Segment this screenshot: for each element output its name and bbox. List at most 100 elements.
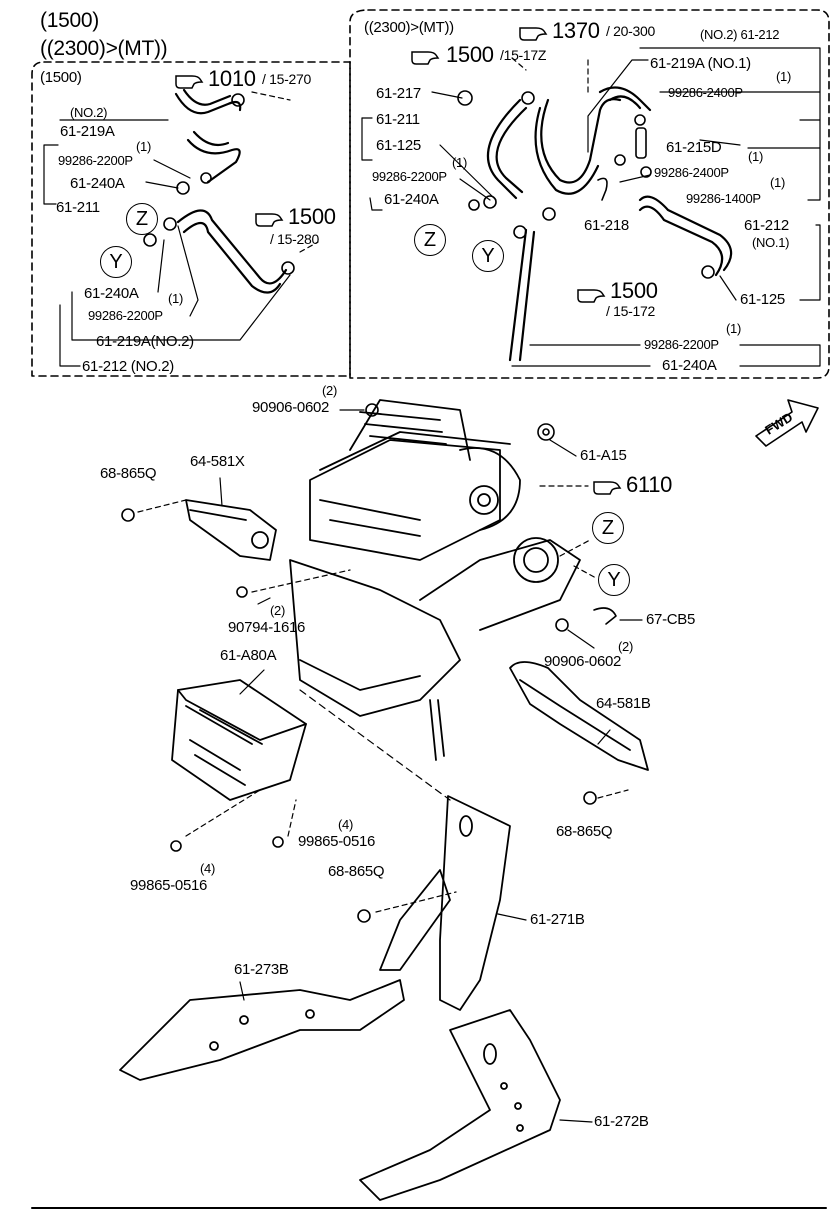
part-61-215d[interactable]: 61-215D <box>666 139 722 156</box>
right-group-box <box>349 9 830 379</box>
qty-label: (2) <box>322 383 337 398</box>
label-no1: (NO.1) <box>752 235 790 250</box>
qty-label: (1) <box>168 291 183 306</box>
hand-pointer-icon <box>174 72 204 95</box>
fwd-arrow <box>755 399 819 447</box>
part-61-219a[interactable]: 61-219A <box>60 123 115 140</box>
part-64-581b[interactable]: 64-581B <box>596 695 651 712</box>
right-hose-240a <box>508 228 536 362</box>
part-61-272b[interactable]: 61-272B <box>594 1113 649 1130</box>
part-61-211[interactable]: 61-211 <box>376 111 420 128</box>
ref-1370[interactable]: 1370 <box>552 18 600 43</box>
qty-label: (1) <box>776 69 791 84</box>
part-99286-2200p[interactable]: 99286-2200P <box>58 153 133 168</box>
ref-1010[interactable]: 1010 <box>208 66 256 91</box>
marker-z: Z <box>126 203 158 235</box>
part-99286-2200p[interactable]: 99286-2200P <box>372 169 447 184</box>
ref-1500-b[interactable]: 1500 <box>610 278 658 303</box>
part-90906-0602[interactable]: 90906-0602 <box>252 399 330 416</box>
marker-y: Y <box>100 246 132 278</box>
ref-1500-b-sub: / 15-172 <box>606 303 655 319</box>
ref-1500-a[interactable]: 1500 <box>446 42 494 67</box>
ref-1010-sub: / 15-270 <box>262 71 311 87</box>
qty-label: (1) <box>770 175 785 190</box>
qty-label: (1) <box>726 321 741 336</box>
model-label: (1500) <box>40 9 99 32</box>
part-61-271b[interactable]: 61-271B <box>530 911 585 928</box>
ref-1370-sub: / 20-300 <box>606 23 655 39</box>
right-box-title: ((2300)>(MT)) <box>364 19 454 36</box>
right-hose-212 <box>598 86 733 277</box>
part-68-865q[interactable]: 68-865Q <box>328 863 385 880</box>
part-61-212-no1[interactable]: 61-212 <box>744 217 789 234</box>
part-90794-1616[interactable]: 90794-1616 <box>228 619 306 636</box>
part-61-212-no2[interactable]: (NO.2) 61-212 <box>700 27 780 42</box>
qty-label: (1) <box>452 155 467 170</box>
part-61-240a[interactable]: 61-240A <box>662 357 717 374</box>
qty-label: (4) <box>338 817 353 832</box>
duct-61-272b <box>359 1009 561 1201</box>
ref-6110[interactable]: 6110 <box>626 472 673 497</box>
ref-1500[interactable]: 1500 <box>288 204 336 229</box>
part-61-240a[interactable]: 61-240A <box>384 191 439 208</box>
right-hose-125 <box>486 98 622 200</box>
right-leader-lines <box>361 47 821 367</box>
fasteners <box>121 403 617 923</box>
part-99286-2400p[interactable]: 99286-2400P <box>668 85 743 100</box>
part-99286-2200p[interactable]: 99286-2200P <box>88 308 163 323</box>
hand-pointer-icon <box>518 24 548 47</box>
left-hose-219a <box>174 88 242 184</box>
part-61-125[interactable]: 61-125 <box>740 291 785 308</box>
part-99286-2200p[interactable]: 99286-2200P <box>644 337 719 352</box>
right-clamps <box>457 90 715 279</box>
left-leader-lines <box>43 91 319 367</box>
hand-pointer-icon <box>410 48 440 71</box>
variant-label: ((2300)>(MT)) <box>40 37 168 60</box>
part-61-218[interactable]: 61-218 <box>584 217 629 234</box>
part-61-a80a[interactable]: 61-A80A <box>220 647 277 664</box>
marker-z: Z <box>592 512 624 544</box>
qty-label: (2) <box>270 603 285 618</box>
qty-label: (4) <box>200 861 215 876</box>
part-61-125[interactable]: 61-125 <box>376 137 421 154</box>
part-61-240a[interactable]: 61-240A <box>70 175 125 192</box>
marker-z: Z <box>414 224 446 256</box>
part-61-211[interactable]: 61-211 <box>56 199 100 216</box>
label-no2: (NO.2) <box>70 105 108 120</box>
part-99286-1400p[interactable]: 99286-1400P <box>686 191 761 206</box>
part-99286-2400p[interactable]: 99286-2400P <box>654 165 729 180</box>
part-61-212-no2[interactable]: 61-212 (NO.2) <box>82 358 174 375</box>
actuator-64-581x <box>185 499 277 561</box>
main-leader-lines <box>137 409 643 1123</box>
heater-unit-drawing <box>289 399 581 761</box>
part-99865-0516[interactable]: 99865-0516 <box>130 877 208 894</box>
hand-pointer-icon <box>592 478 622 501</box>
hand-pointer-icon <box>254 210 284 233</box>
part-68-865q[interactable]: 68-865Q <box>100 465 157 482</box>
duct-61-273b <box>119 979 405 1081</box>
marker-y: Y <box>472 240 504 272</box>
ref-1500-sub: / 15-280 <box>270 231 319 247</box>
part-90906-0602[interactable]: 90906-0602 <box>544 653 622 670</box>
part-61-273b[interactable]: 61-273B <box>234 961 289 978</box>
part-61-217[interactable]: 61-217 <box>376 85 421 102</box>
left-group-box <box>31 61 351 377</box>
part-99865-0516[interactable]: 99865-0516 <box>298 833 376 850</box>
qty-label: (1) <box>748 149 763 164</box>
qty-label: (2) <box>618 639 633 654</box>
left-hose-212 <box>176 209 288 294</box>
filter-case-61-a80a <box>171 679 307 801</box>
part-67-cb5[interactable]: 67-CB5 <box>646 611 696 628</box>
qty-label: (1) <box>136 139 151 154</box>
part-64-581x[interactable]: 64-581X <box>190 453 245 470</box>
left-box-title: (1500) <box>40 69 82 86</box>
part-68-865q[interactable]: 68-865Q <box>556 823 613 840</box>
duct-61-271b <box>379 795 511 1011</box>
marker-y: Y <box>598 564 630 596</box>
part-61-219a-no2[interactable]: 61-219A(NO.2) <box>96 333 194 350</box>
part-61-240a[interactable]: 61-240A <box>84 285 139 302</box>
part-61-219a-no1[interactable]: 61-219A (NO.1) <box>650 55 751 72</box>
hand-pointer-icon <box>576 286 606 309</box>
part-61-a15[interactable]: 61-A15 <box>580 447 627 464</box>
